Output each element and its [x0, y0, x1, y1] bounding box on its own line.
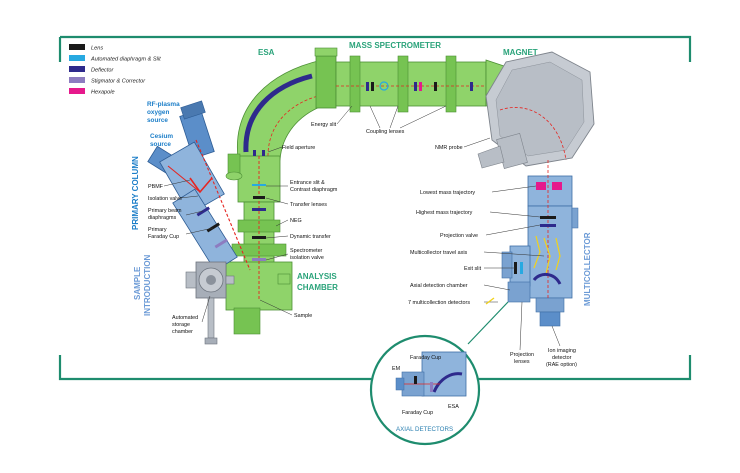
label-automated-storage-3: chamber: [172, 329, 193, 335]
label-entrance-slit-2: Contrast diaphragm: [290, 187, 338, 193]
label-automated-storage-2: storage: [172, 322, 190, 328]
label-dynamic-transfer: Dynamic transfer: [290, 234, 331, 240]
label-projection-lenses-2: lenses: [514, 359, 530, 365]
section-sample-introduction-1: SAMPLE: [133, 266, 142, 300]
cesium-label-1: Cesium: [150, 133, 173, 140]
label-ion-imaging-2: detector: [552, 355, 572, 361]
section-sample-introduction-2: INTRODUCTION: [143, 254, 152, 316]
component-labels: Energy slit Coupling lenses Field apertu…: [148, 122, 577, 368]
section-primary-column: PRIMARY COLUMN: [131, 156, 140, 230]
inset-esa: ESA: [448, 404, 459, 410]
label-ion-imaging-1: Ion imaging: [548, 348, 576, 354]
legend-label-lens: Lens: [91, 46, 103, 52]
label-entrance-slit-1: Entrance slit &: [290, 180, 325, 186]
esa-section: [236, 47, 338, 161]
inset-faraday-bottom: Faraday Cup: [402, 410, 433, 416]
label-highest-mass: Highest mass trajectory: [416, 210, 473, 216]
axial-detectors-inset: Faraday Cup EM Faraday Cup ESA AXIAL DET…: [369, 301, 509, 446]
legend-swatch-hexapole: [69, 88, 85, 94]
inset-em: EM: [392, 366, 401, 372]
mass-spectrometer-tube: [335, 55, 517, 113]
detector-legend-mark: [485, 297, 495, 305]
analysis-column: [225, 150, 293, 335]
legend-label-diaphragm: Automated diaphragm & Slit: [90, 57, 161, 63]
section-analysis-chamber-2: CHAMBER: [297, 283, 338, 292]
rf-plasma-label-2: oxygen: [147, 109, 169, 116]
section-mass-spectrometer: MASS SPECTROMETER: [349, 41, 441, 50]
diagram-frame: [58, 35, 692, 381]
label-neg: NEG: [290, 218, 302, 224]
label-projection-lenses-1: Projection: [510, 352, 534, 358]
inset-faraday-top: Faraday Cup: [410, 355, 441, 361]
magnet: [477, 51, 595, 169]
label-primary-faraday-1: Primary: [148, 227, 167, 233]
section-magnet: MAGNET: [503, 48, 538, 57]
leader-lines: [163, 105, 561, 351]
legend: Lens Automated diaphragm & Slit Deflecto…: [69, 44, 161, 96]
legend-swatch-deflector: [69, 66, 85, 72]
label-isolation-valve: Isolation valve: [148, 196, 182, 202]
label-lowest-mass: Lowest mass trajectory: [420, 190, 475, 196]
label-axial-detection: Axial detection chamber: [410, 283, 468, 289]
label-exit-slit: Exit slit: [464, 266, 482, 272]
label-pbmf: PBMF: [148, 184, 164, 190]
label-projection-valve: Projection valve: [440, 233, 478, 239]
label-multicollector-axis: Multicollector travel axis: [410, 250, 468, 256]
label-primary-faraday-2: Faraday Cup: [148, 234, 179, 240]
section-axial-detectors: AXIAL DETECTORS: [396, 426, 453, 433]
legend-label-hexapole: Hexapole: [91, 90, 115, 96]
legend-label-stigmator: Stigmator & Corrector: [91, 79, 146, 85]
cesium-label-2: source: [150, 141, 171, 148]
legend-swatch-diaphragm: [69, 55, 85, 61]
label-ion-imaging-3: (RAE option): [546, 362, 577, 368]
label-transfer-lenses: Transfer lenses: [290, 202, 327, 208]
label-nmr-probe: NMR probe: [435, 145, 463, 151]
label-sample: Sample: [294, 313, 312, 319]
legend-swatch-stigmator: [69, 77, 85, 83]
label-field-aperture: Field aperture: [282, 145, 315, 151]
label-coupling-lenses: Coupling lenses: [366, 129, 405, 135]
multicollector: [501, 160, 579, 327]
label-spectrometer-2: isolation valve: [290, 255, 324, 261]
rf-plasma-label-3: source: [147, 117, 168, 124]
legend-label-deflector: Deflector: [91, 68, 115, 74]
legend-swatch-lens: [69, 44, 85, 50]
section-esa: ESA: [258, 48, 275, 57]
section-multicollector: MULTICOLLECTOR: [583, 232, 592, 306]
section-analysis-chamber-1: ANALYSIS: [297, 272, 337, 281]
label-energy-slit: Energy slit: [311, 122, 337, 128]
label-automated-storage-1: Automated: [172, 315, 198, 321]
label-primary-beam-1: Primary beam: [148, 208, 182, 214]
label-spectrometer-1: Spectrometer: [290, 248, 323, 254]
rf-plasma-label-1: RF-plasma: [147, 101, 180, 108]
label-primary-beam-2: diaphragms: [148, 215, 176, 221]
sample-introduction: [185, 261, 235, 345]
label-seven-detectors: 7 multicollection detectors: [408, 300, 470, 306]
